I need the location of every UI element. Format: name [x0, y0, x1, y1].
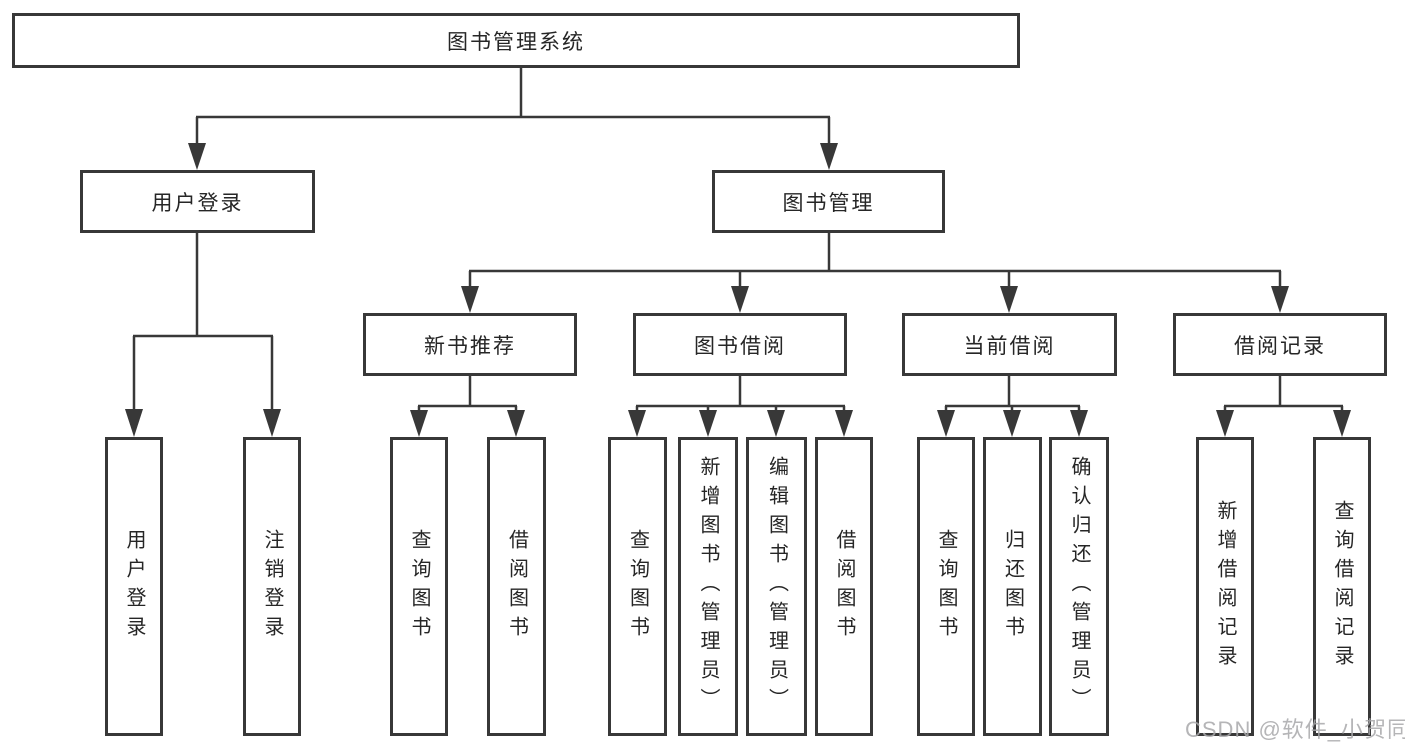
- node-user-login-branch: 用户登录: [80, 170, 315, 233]
- node-borrowing-records: 借阅记录: [1173, 313, 1387, 376]
- node-leaf-add-books-admin: 新增图书（管理员）: [678, 437, 738, 736]
- node-label: 借阅图书: [505, 528, 528, 645]
- node-leaf-user-login: 用户登录: [105, 437, 163, 736]
- watermark: CSDN @软件_小贺同学: [1185, 717, 1405, 742]
- node-leaf-query-books-1: 查询图书: [390, 437, 448, 736]
- node-leaf-query-borrow-record: 查询借阅记录: [1313, 437, 1371, 736]
- node-leaf-borrow-books-2: 借阅图书: [815, 437, 873, 736]
- node-leaf-query-books-3: 查询图书: [917, 437, 975, 736]
- node-label: 确认归还（管理员）: [1068, 456, 1090, 717]
- node-current-borrowing: 当前借阅: [902, 313, 1117, 376]
- node-root-system: 图书管理系统: [12, 13, 1020, 68]
- node-leaf-confirm-return-admin: 确认归还（管理员）: [1049, 437, 1109, 736]
- node-label: 新增图书（管理员）: [697, 456, 719, 717]
- node-label: 注销登录: [261, 528, 283, 645]
- node-book-borrowing: 图书借阅: [633, 313, 847, 376]
- node-label: 查询图书: [626, 528, 649, 645]
- node-label: 新增借阅记录: [1214, 499, 1236, 674]
- node-label: 查询图书: [935, 528, 957, 645]
- node-leaf-borrow-books-1: 借阅图书: [487, 437, 546, 736]
- node-leaf-add-borrow-record: 新增借阅记录: [1196, 437, 1254, 736]
- node-leaf-logout: 注销登录: [243, 437, 301, 736]
- node-new-book-recommend: 新书推荐: [363, 313, 577, 376]
- node-book-management: 图书管理: [712, 170, 945, 233]
- node-label: 编辑图书（管理员）: [765, 456, 788, 717]
- node-label: 归还图书: [1001, 528, 1024, 645]
- node-leaf-return-books: 归还图书: [983, 437, 1042, 736]
- node-label: 查询借阅记录: [1331, 499, 1353, 674]
- node-label: 用户登录: [123, 528, 145, 645]
- node-leaf-query-books-2: 查询图书: [608, 437, 667, 736]
- node-label: 借阅图书: [833, 528, 855, 645]
- node-label: 查询图书: [408, 528, 430, 645]
- arrow-heads: [125, 143, 1351, 437]
- node-leaf-edit-books-admin: 编辑图书（管理员）: [746, 437, 807, 736]
